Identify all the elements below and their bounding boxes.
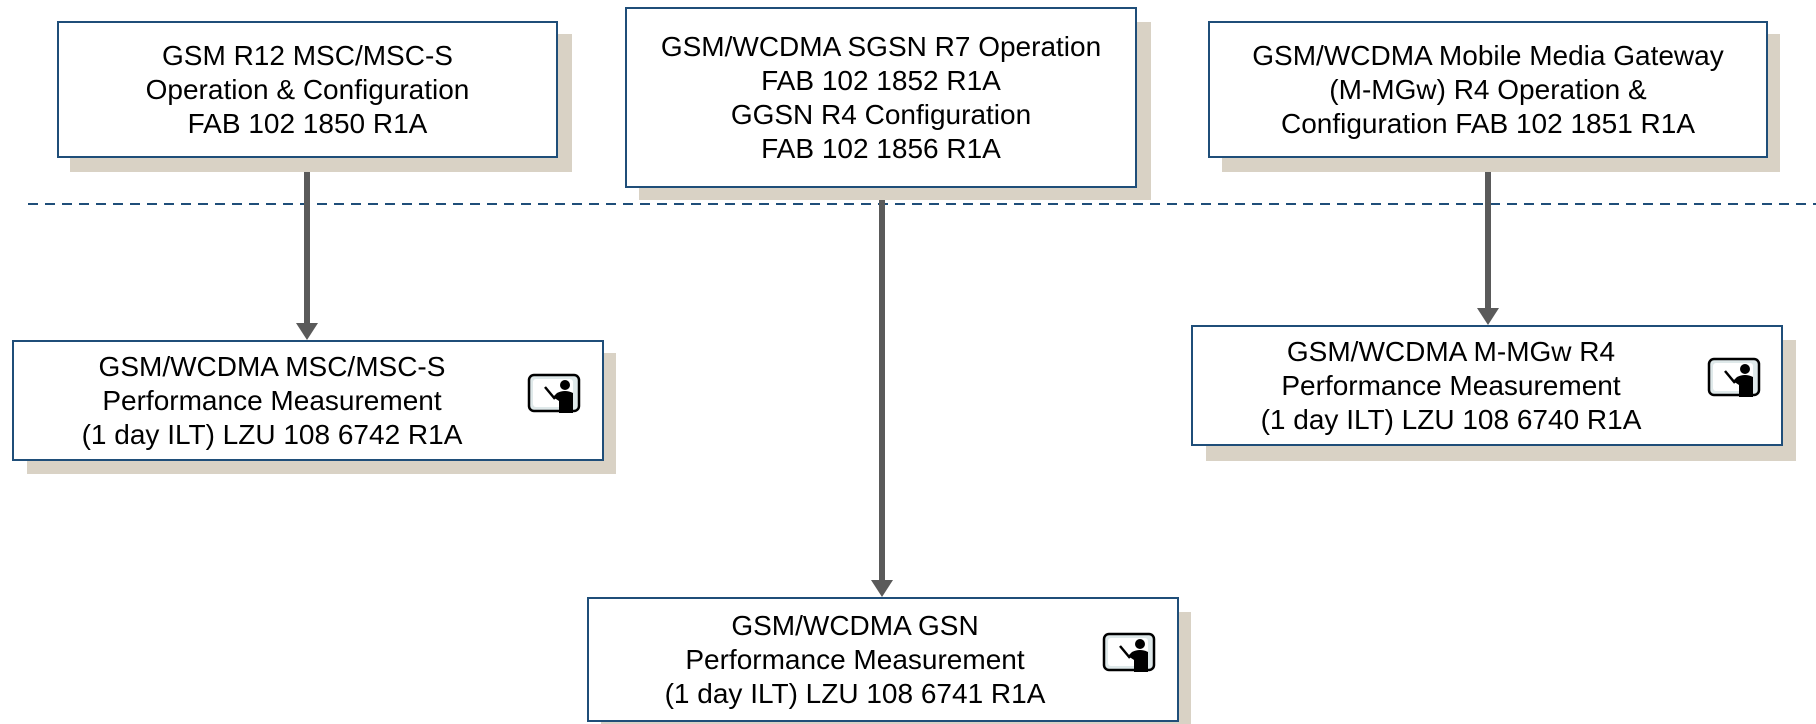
text-line: Performance Measurement [1281,369,1621,401]
text-line: Performance Measurement [685,643,1025,675]
box-sgsn-operation-text: GSM/WCDMA SGSN R7 Operation FAB 102 1852… [661,30,1101,166]
text-line: (1 day ILT) LZU 108 6742 R1A [81,418,463,450]
text-line: GSM/WCDMA Mobile Media Gateway [1252,39,1724,71]
instructor-icon [527,373,585,415]
text-line: FAB 102 1856 R1A [761,132,1001,164]
text-line: Operation & Configuration [145,73,470,105]
text-line: GGSN R4 Configuration [730,98,1032,130]
instructor-icon [1707,357,1765,399]
arrow-msc-head [296,323,318,340]
box-msc-performance: GSM/WCDMA MSC/MSC-S Performance Measurem… [12,340,604,461]
box-mgw-performance-text: GSM/WCDMA M-MGw R4 Performance Measureme… [1193,335,1781,437]
box-msc-operation: GSM R12 MSC/MSC-S Operation & Configurat… [57,21,558,158]
box-mgw-operation-text: GSM/WCDMA Mobile Media Gateway (M-MGw) R… [1252,39,1723,141]
text-line: Configuration FAB 102 1851 R1A [1280,107,1696,139]
text-line: Performance Measurement [102,384,442,416]
text-line: GSM/WCDMA SGSN R7 Operation [660,30,1102,62]
text-line: (1 day ILT) LZU 108 6740 R1A [1260,403,1642,435]
box-mgw-operation: GSM/WCDMA Mobile Media Gateway (M-MGw) R… [1208,21,1768,158]
box-msc-performance-text: GSM/WCDMA MSC/MSC-S Performance Measurem… [14,350,602,452]
text-line: (M-MGw) R4 Operation & [1329,73,1647,105]
text-line: GSM/WCDMA GSN [731,609,979,641]
arrow-sgsn-head [871,580,893,597]
instructor-icon [1102,632,1160,674]
text-line: (1 day ILT) LZU 108 6741 R1A [664,677,1046,709]
box-gsn-performance: GSM/WCDMA GSN Performance Measurement (1… [587,597,1179,722]
box-msc-operation-text: GSM R12 MSC/MSC-S Operation & Configurat… [146,39,470,141]
text-line: FAB 102 1850 R1A [187,107,428,139]
text-line: FAB 102 1852 R1A [761,64,1001,96]
text-line: GSM R12 MSC/MSC-S [162,39,453,71]
arrow-mgw-head [1477,308,1499,325]
box-gsn-performance-text: GSM/WCDMA GSN Performance Measurement (1… [589,609,1177,711]
box-sgsn-operation: GSM/WCDMA SGSN R7 Operation FAB 102 1852… [625,7,1137,188]
text-line: GSM/WCDMA MSC/MSC-S [98,350,446,382]
text-line: GSM/WCDMA M-MGw R4 [1286,335,1616,367]
box-mgw-performance: GSM/WCDMA M-MGw R4 Performance Measureme… [1191,325,1783,446]
